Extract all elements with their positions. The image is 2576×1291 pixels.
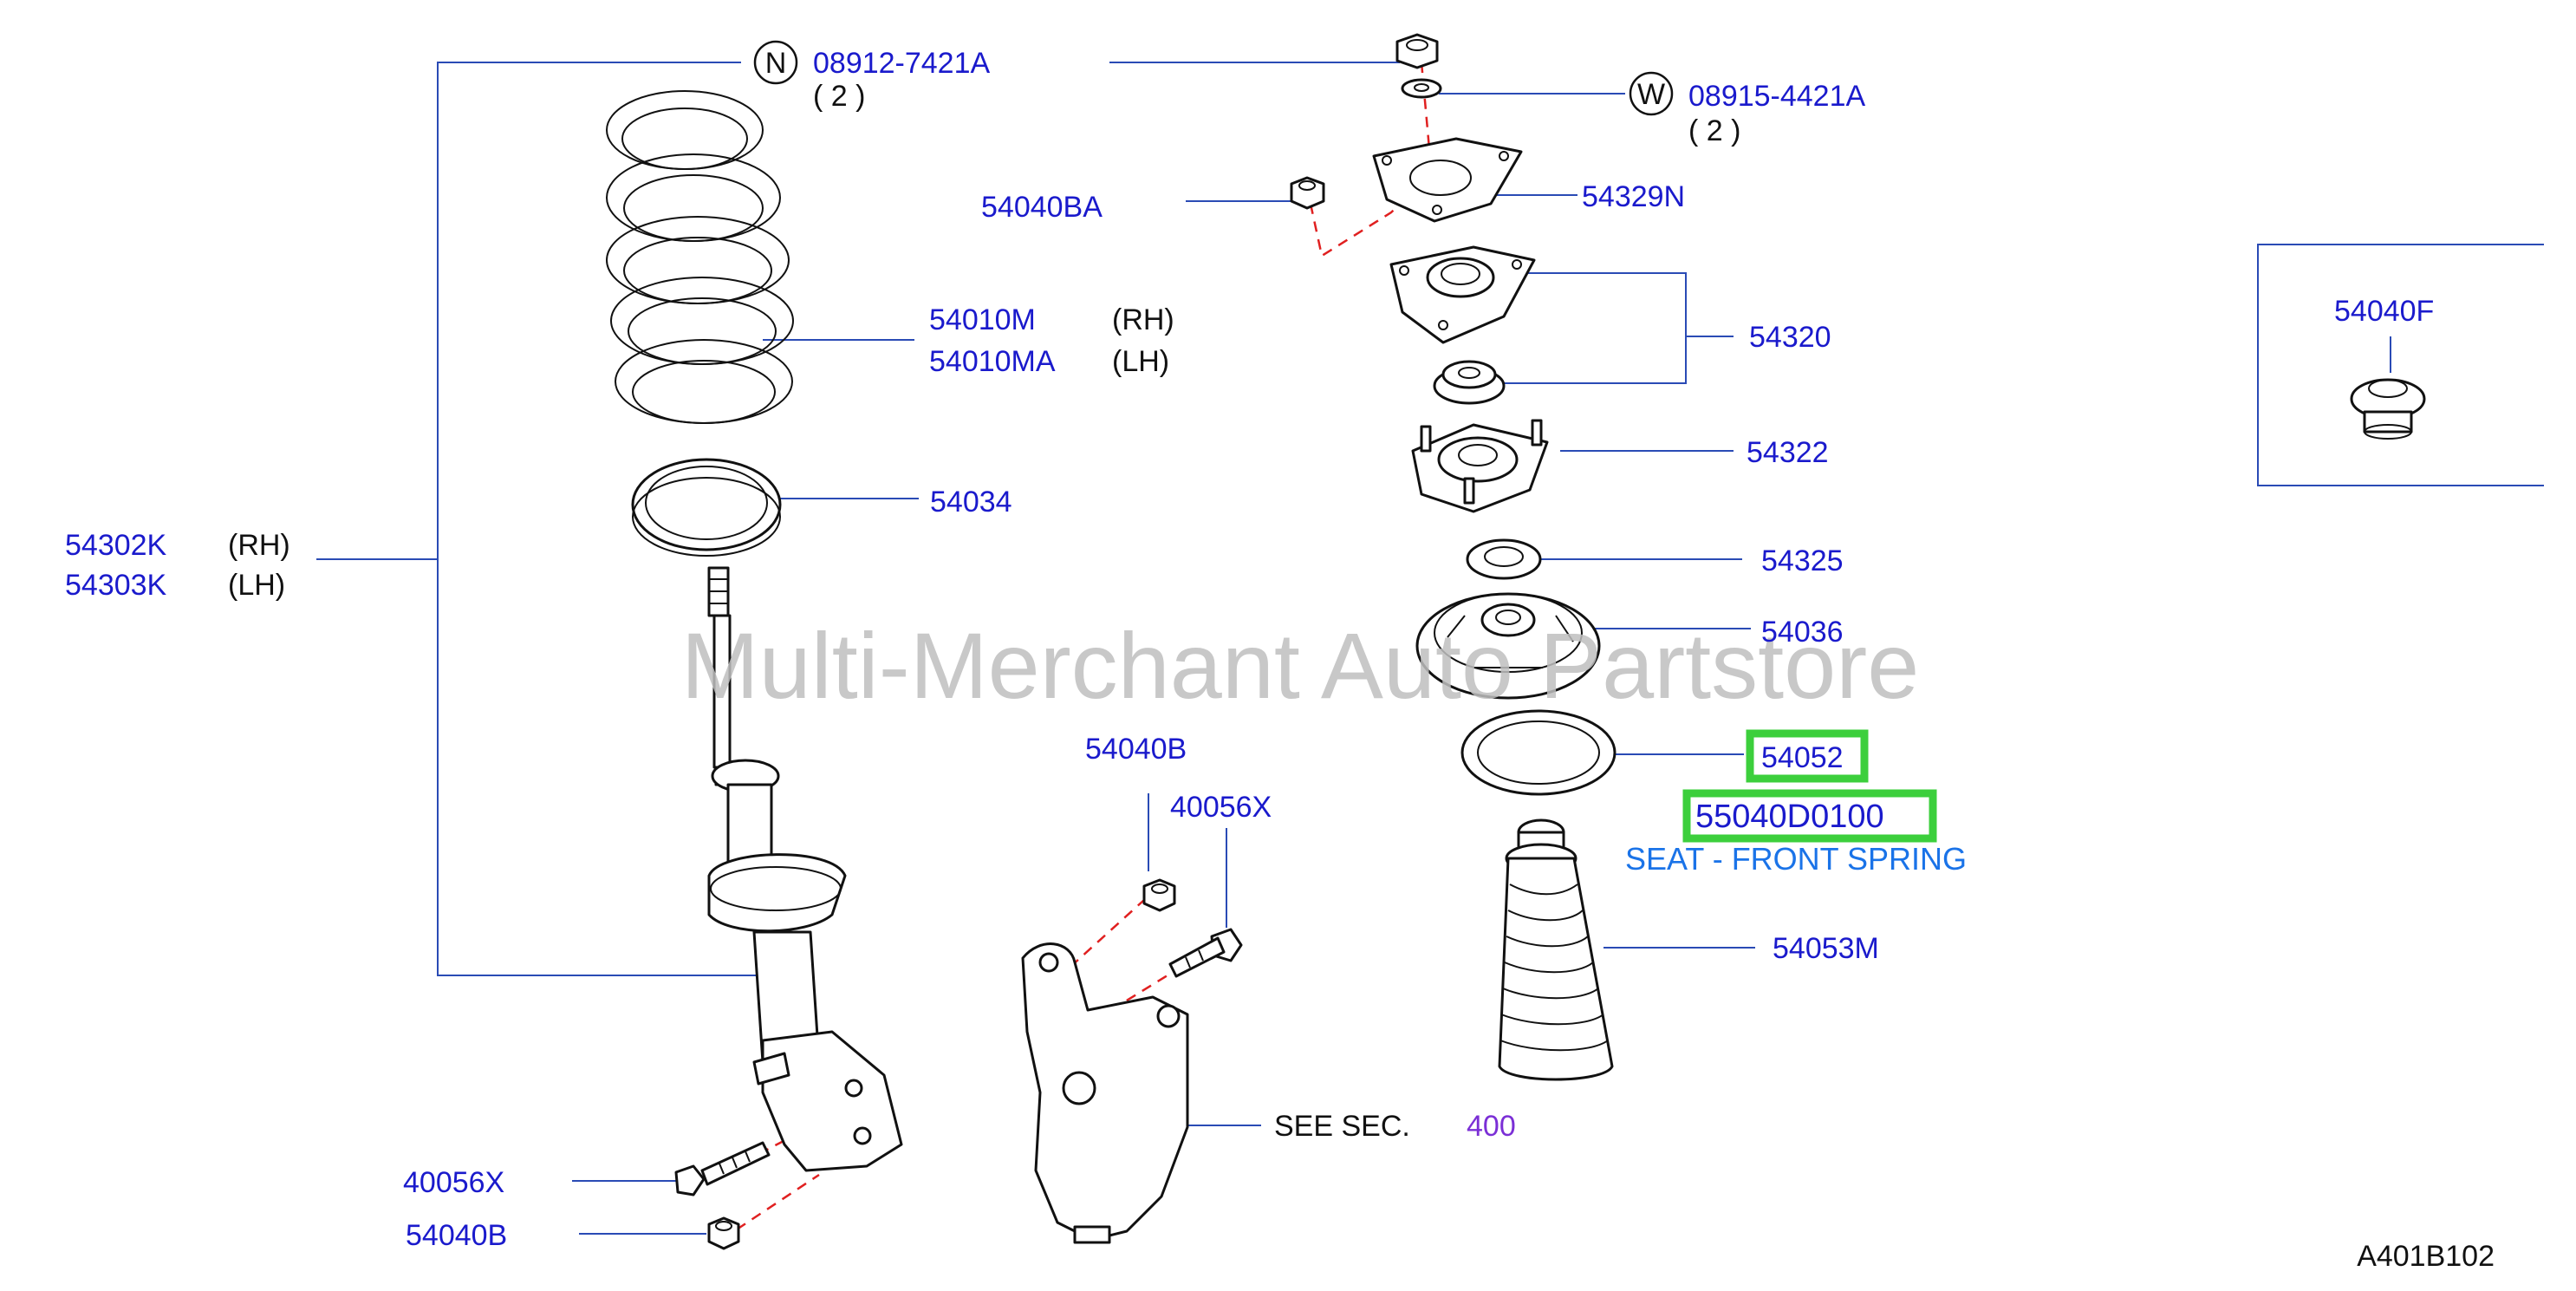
diagram-code: A401B102 xyxy=(2357,1240,2495,1273)
label-55040D0100[interactable]: 55040D0100 xyxy=(1695,799,1884,835)
steering-knuckle xyxy=(1021,942,1189,1244)
n-symbol-circle xyxy=(753,40,798,85)
label-54036[interactable]: 54036 xyxy=(1761,616,1844,649)
upper-spring-seat xyxy=(1415,592,1601,700)
caption-seat-front-spring: SEAT - FRONT SPRING xyxy=(1625,841,1967,877)
front-spring-seat xyxy=(1460,709,1617,796)
small-nut xyxy=(1290,176,1325,210)
label-54053M[interactable]: 54053M xyxy=(1773,932,1879,965)
label-54040BA[interactable]: 54040BA xyxy=(981,191,1103,224)
label-54302K[interactable]: 54302K xyxy=(65,529,167,562)
label-40056X-top[interactable]: 40056X xyxy=(1170,791,1272,824)
label-08915-4421A[interactable]: 08915-4421A xyxy=(1688,80,1866,113)
label-54325[interactable]: 54325 xyxy=(1761,544,1844,577)
label-54040B-top[interactable]: 54040B xyxy=(1085,733,1187,766)
label-54052[interactable]: 54052 xyxy=(1761,741,1844,774)
watermark-text: Multi-Merchant Auto Partstore xyxy=(681,613,1920,718)
label-54329N[interactable]: 54329N xyxy=(1582,180,1685,213)
mount-plate xyxy=(1372,137,1523,223)
bump-stop-boot xyxy=(1498,818,1614,1081)
side-54010M: (RH) xyxy=(1112,303,1174,336)
label-54322[interactable]: 54322 xyxy=(1747,436,1829,469)
side-54303K: (LH) xyxy=(228,569,285,602)
qty-08912: ( 2 ) xyxy=(813,80,865,113)
inset-frame xyxy=(2257,244,2544,486)
label-54040F[interactable]: 54040F xyxy=(2334,295,2434,328)
label-54303K[interactable]: 54303K xyxy=(65,569,167,602)
side-54010MA: (LH) xyxy=(1112,345,1169,378)
strut-bearing xyxy=(1466,538,1542,580)
label-08912-7421A[interactable]: 08912-7421A xyxy=(813,47,991,80)
n-symbol: N xyxy=(765,47,787,80)
strut-assembly xyxy=(707,566,903,1172)
highlight-55040D0100 xyxy=(1682,789,1937,843)
inset-part-54040f xyxy=(2350,378,2426,440)
highlight-54052 xyxy=(1746,729,1869,783)
part-labels: N 08912-7421A ( 2 ) W 08915-4421A ( 2 ) … xyxy=(65,40,2495,1273)
qty-08915: ( 2 ) xyxy=(1688,114,1740,147)
label-54320[interactable]: 54320 xyxy=(1749,321,1831,354)
knuckle-bolt xyxy=(1168,928,1243,978)
label-54034[interactable]: 54034 xyxy=(930,486,1012,518)
section-number-link[interactable]: 400 xyxy=(1467,1110,1516,1143)
w-symbol: W xyxy=(1637,78,1665,111)
strut-nut xyxy=(707,1216,740,1250)
knuckle-nut xyxy=(1142,878,1176,912)
mount-plate-studs xyxy=(1411,419,1549,513)
label-54010M[interactable]: 54010M xyxy=(929,303,1036,336)
side-54302K: (RH) xyxy=(228,529,290,562)
label-54010MA[interactable]: 54010MA xyxy=(929,345,1056,378)
spring-seat-lower xyxy=(631,458,782,557)
coil-spring xyxy=(606,90,794,424)
mount-bushing xyxy=(1433,360,1506,405)
label-40056X-bottom[interactable]: 40056X xyxy=(403,1166,504,1199)
washer xyxy=(1401,78,1442,99)
label-54040B-bottom[interactable]: 54040B xyxy=(406,1219,507,1252)
see-sec-text: SEE SEC. xyxy=(1274,1110,1410,1143)
strut-mount-insulator xyxy=(1389,245,1536,344)
strut-bolt xyxy=(674,1141,771,1196)
w-symbol-circle xyxy=(1629,71,1674,116)
top-nut xyxy=(1395,33,1439,69)
